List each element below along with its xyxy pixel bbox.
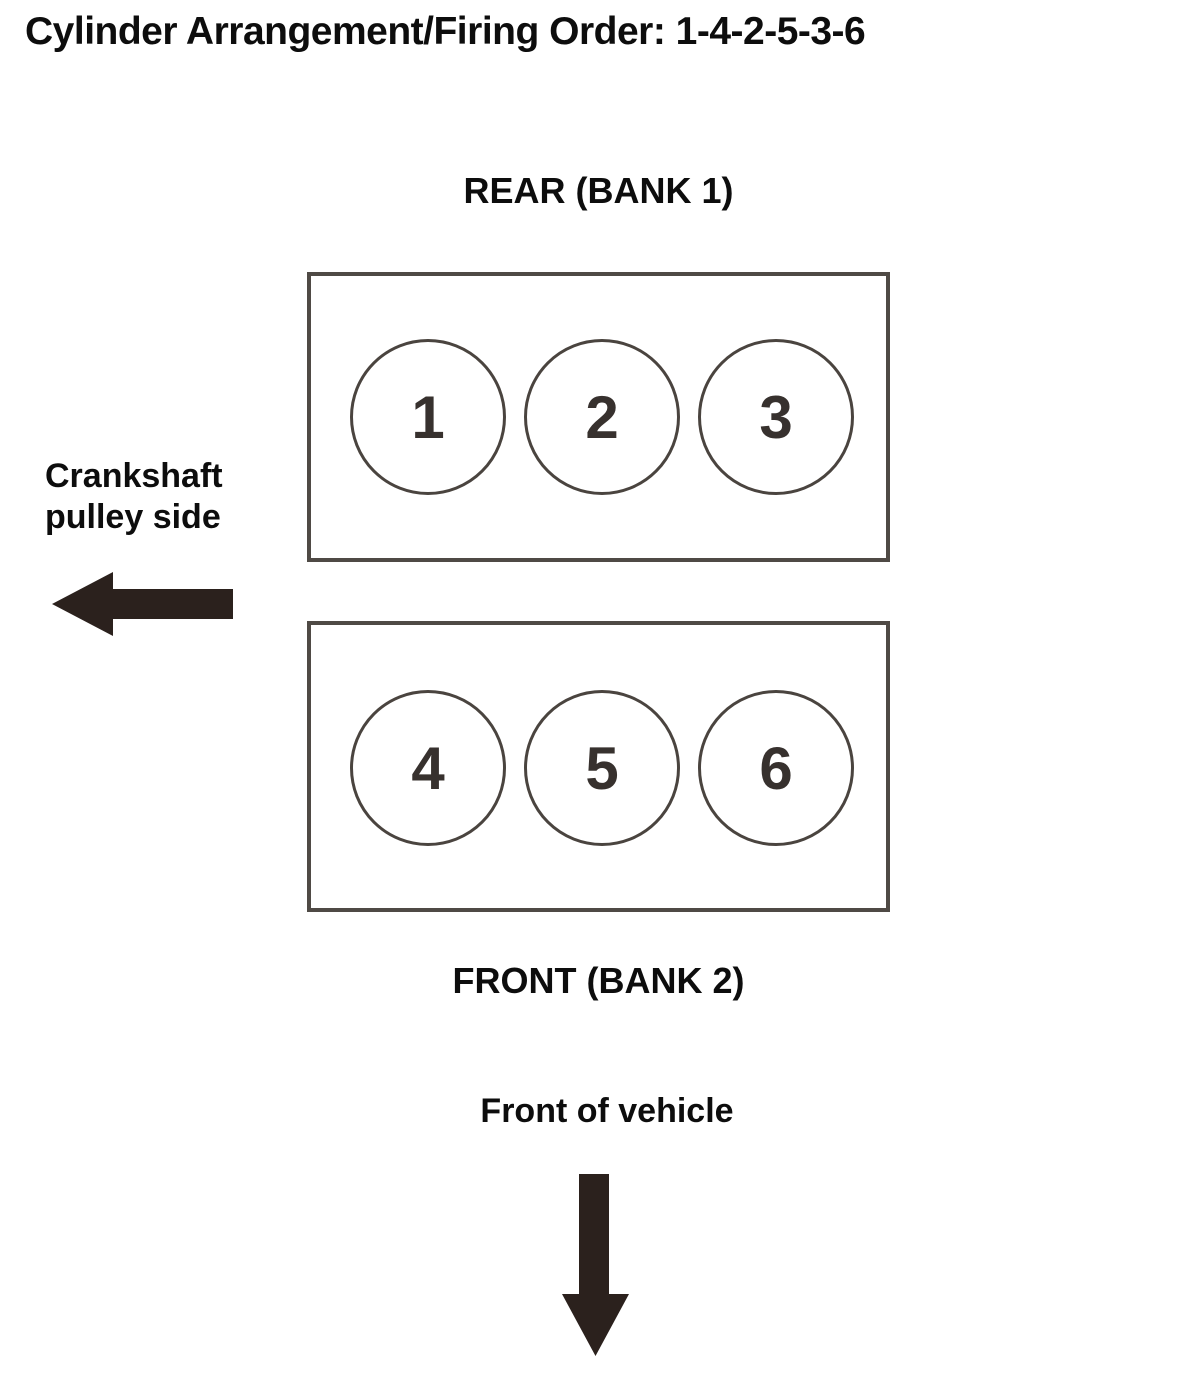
cylinder-3: 3 [698, 339, 854, 495]
page-title: Cylinder Arrangement/Firing Order: 1-4-2… [25, 10, 866, 53]
bank2-box: 4 5 6 [307, 621, 890, 912]
crankshaft-pulley-side-label: Crankshaft pulley side [45, 456, 223, 538]
bank1-box: 1 2 3 [307, 272, 890, 562]
cylinder-4: 4 [350, 690, 506, 846]
cylinder-2: 2 [524, 339, 680, 495]
left-arrow-icon [52, 572, 233, 636]
bank2-front-label: FRONT (BANK 2) [452, 960, 745, 1001]
bank1-rear-label: REAR (BANK 1) [463, 170, 734, 211]
cylinder-6: 6 [698, 690, 854, 846]
cylinder-5: 5 [524, 690, 680, 846]
front-of-vehicle-label: Front of vehicle [480, 1092, 734, 1130]
crankshaft-pulley-side-label-line2: pulley side [45, 498, 221, 536]
crankshaft-pulley-side-label-line1: Crankshaft [45, 457, 223, 495]
down-arrow-icon [562, 1174, 629, 1356]
cylinder-1: 1 [350, 339, 506, 495]
